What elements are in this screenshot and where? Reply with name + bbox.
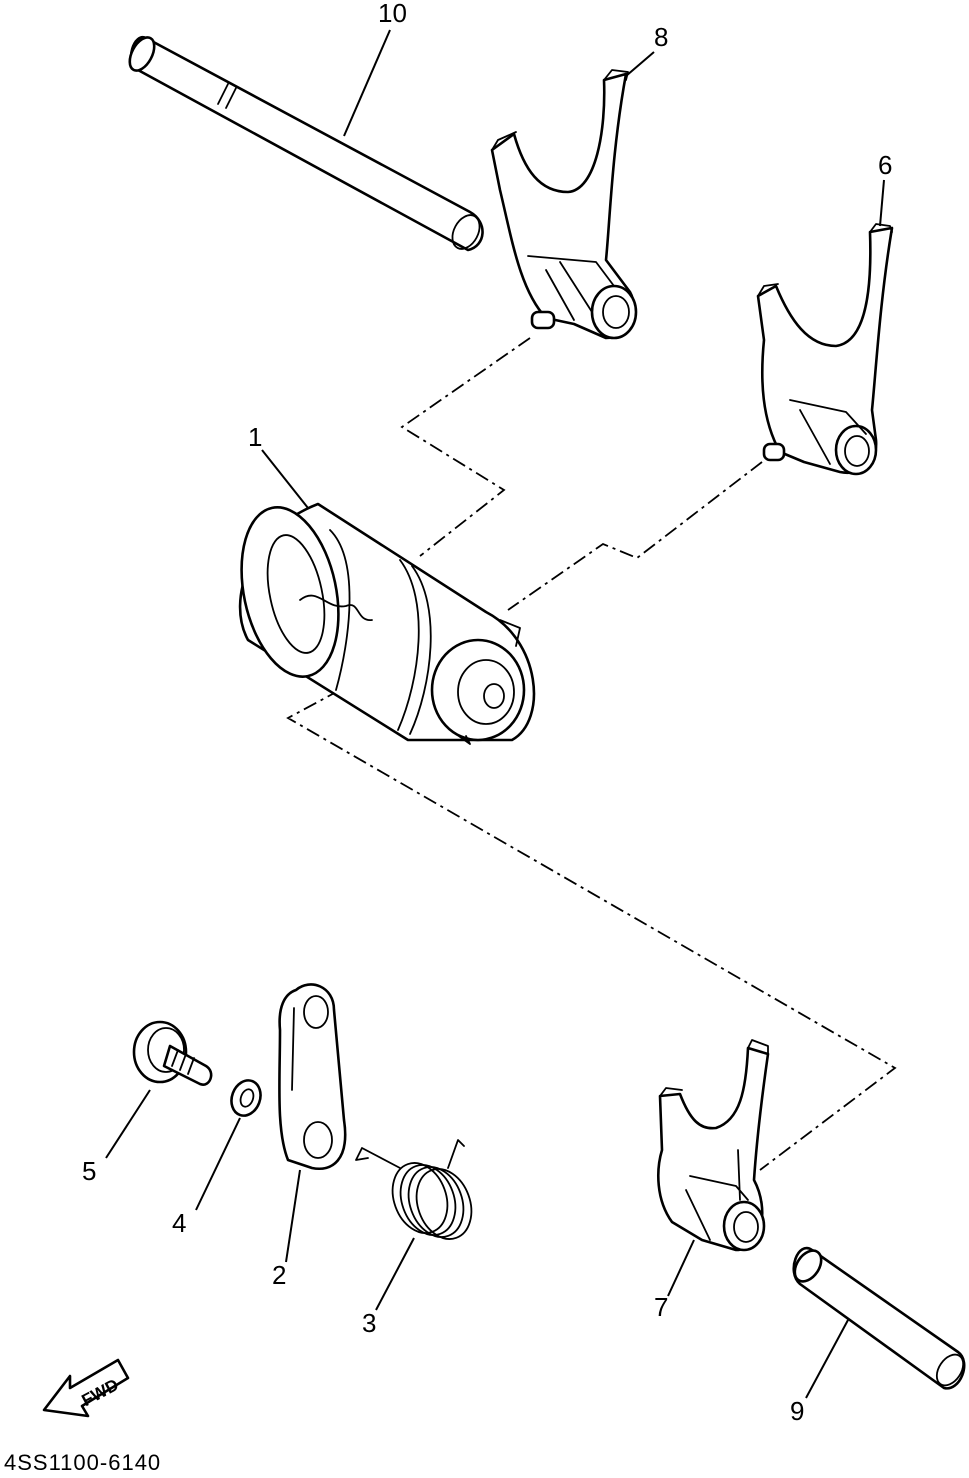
callout-3: 3 <box>362 1308 376 1338</box>
segment-plate <box>278 983 347 1171</box>
torsion-spring <box>355 1139 473 1240</box>
callout-9: 9 <box>790 1396 804 1426</box>
shift-fork-right <box>756 223 894 476</box>
callout-10: 10 <box>378 0 407 28</box>
washer <box>230 1079 262 1117</box>
shift-fork-lower <box>657 1039 770 1252</box>
bolt <box>132 1020 213 1086</box>
guide-bar-short <box>792 1246 966 1390</box>
shift-fork-upper <box>490 69 638 340</box>
callout-6: 6 <box>878 150 892 180</box>
callout-labels: 10 8 6 1 5 4 2 3 7 9 <box>82 0 892 1426</box>
assembly-lines <box>286 337 897 1171</box>
callout-1: 1 <box>248 422 262 452</box>
guide-bar-long <box>128 36 484 252</box>
callout-4: 4 <box>172 1208 186 1238</box>
drawing-code: 4SS1100-6140 <box>4 1450 161 1475</box>
callout-5: 5 <box>82 1156 96 1186</box>
callout-8: 8 <box>654 22 668 52</box>
leader-lines <box>105 29 885 1399</box>
fwd-arrow-icon: FWD <box>42 1358 130 1418</box>
callout-7: 7 <box>654 1292 668 1322</box>
shift-cam <box>238 502 536 745</box>
callout-2: 2 <box>272 1260 286 1290</box>
